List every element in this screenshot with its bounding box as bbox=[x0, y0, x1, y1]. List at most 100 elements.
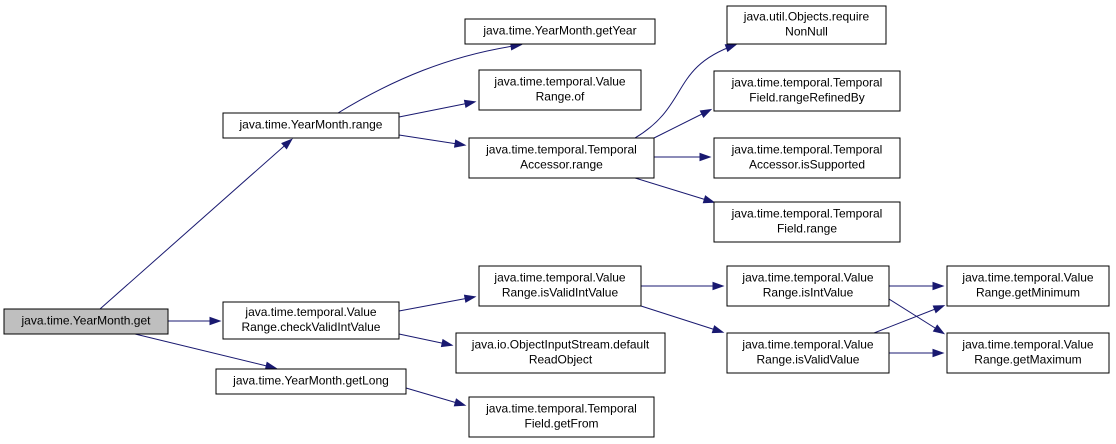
arrowhead-icon bbox=[440, 338, 454, 348]
node-ta-supported[interactable]: java.time.temporal.TemporalAccessor.isSu… bbox=[713, 137, 901, 179]
node-tf-refined[interactable]: java.time.temporal.TemporalField.rangeRe… bbox=[713, 70, 901, 112]
edge-line bbox=[653, 109, 711, 139]
root-node[interactable]: java.time.YearMonth.get bbox=[3, 308, 169, 335]
edge-line bbox=[398, 134, 465, 146]
edge-vr_isint-to-vr_getmax bbox=[888, 298, 946, 335]
edge-line bbox=[134, 333, 276, 369]
node-ym-range[interactable]: java.time.YearMonth.range bbox=[222, 112, 400, 139]
node-label: java.time.YearMonth.range bbox=[239, 118, 383, 132]
node-label: java.time.temporal.Temporal bbox=[485, 143, 637, 157]
arrowhead-icon bbox=[264, 361, 278, 370]
node-label: java.time.temporal.Value bbox=[741, 338, 874, 352]
node-box bbox=[713, 201, 901, 243]
edge-ym_getlong-to-tf_getfrom bbox=[405, 387, 467, 407]
edge-vr_isvalid-to-vr_getmax bbox=[889, 348, 945, 358]
node-label: java.time.temporal.Value bbox=[741, 271, 874, 285]
node-ois-default[interactable]: java.io.ObjectInputStream.defaultReadObj… bbox=[455, 332, 666, 374]
edge-line bbox=[888, 298, 944, 334]
arrowhead-icon bbox=[453, 398, 467, 407]
arrowhead-icon bbox=[932, 324, 946, 335]
edge-ta_range-to-tf_refined bbox=[653, 108, 713, 139]
arrowhead-icon bbox=[453, 139, 467, 148]
node-box bbox=[468, 137, 655, 179]
arrowhead-icon bbox=[711, 325, 725, 334]
edge-root-to-vr_check bbox=[168, 316, 222, 326]
arrowhead-icon bbox=[699, 152, 712, 162]
edge-ta_range-to-obj_nonnull bbox=[634, 44, 738, 139]
edge-line bbox=[640, 305, 723, 333]
node-label: java.time.YearMonth.getYear bbox=[482, 24, 636, 38]
node-label: NonNull bbox=[785, 25, 828, 39]
node-ym-getlong[interactable]: java.time.YearMonth.getLong bbox=[215, 368, 407, 395]
node-label: java.time.temporal.Value bbox=[961, 271, 1094, 285]
node-label: java.time.temporal.Temporal bbox=[485, 402, 637, 416]
node-ym-getyear[interactable]: java.time.YearMonth.getYear bbox=[464, 18, 656, 45]
arrowhead-icon bbox=[463, 99, 477, 108]
node-box bbox=[455, 332, 666, 374]
arrowhead-icon bbox=[281, 138, 293, 150]
edge-vr_isvalidint-to-vr_isint bbox=[641, 281, 725, 291]
arrowhead-icon bbox=[932, 305, 946, 314]
nodes-layer: java.time.YearMonth.get java.time.YearMon… bbox=[3, 5, 1110, 438]
node-label: Field.getFrom bbox=[524, 417, 598, 431]
node-box bbox=[713, 137, 901, 179]
edge-line bbox=[873, 305, 944, 334]
node-box bbox=[478, 265, 642, 307]
node-box bbox=[3, 308, 169, 335]
edge-root-to-ym_getlong bbox=[134, 333, 278, 370]
node-box bbox=[726, 5, 887, 45]
node-label: java.time.YearMonth.getLong bbox=[232, 374, 389, 388]
node-ta-range[interactable]: java.time.temporal.TemporalAccessor.rang… bbox=[468, 137, 655, 179]
node-box bbox=[713, 70, 901, 112]
node-box bbox=[726, 332, 890, 374]
edge-vr_isint-to-vr_getmin bbox=[889, 281, 945, 291]
node-label: Accessor.range bbox=[520, 158, 603, 172]
edge-line bbox=[398, 296, 475, 312]
node-box bbox=[946, 332, 1110, 374]
edge-ym_range-to-ta_range bbox=[398, 134, 467, 148]
node-label: java.time.YearMonth.get bbox=[21, 314, 152, 328]
node-label: java.time.temporal.Value bbox=[493, 75, 626, 89]
node-box bbox=[726, 265, 890, 307]
arrowhead-icon bbox=[932, 348, 945, 358]
arrowhead-icon bbox=[932, 281, 945, 291]
node-label: java.time.temporal.Temporal bbox=[731, 143, 883, 157]
edge-line bbox=[634, 44, 736, 139]
edge-ta_range-to-tf_range bbox=[634, 177, 716, 204]
node-label: java.util.Objects.require bbox=[743, 10, 870, 24]
edge-ta_range-to-ta_supported bbox=[654, 152, 712, 162]
node-vr-isvalid[interactable]: java.time.temporal.ValueRange.isValidVal… bbox=[726, 332, 890, 374]
node-label: Range.getMaximum bbox=[974, 353, 1081, 367]
edge-line bbox=[99, 139, 292, 310]
edge-vr_isvalidint-to-vr_isvalid bbox=[640, 305, 725, 334]
edge-root-to-ym_range bbox=[99, 138, 293, 310]
node-vr-check[interactable]: java.time.temporal.ValueRange.checkValid… bbox=[222, 301, 400, 340]
node-label: Field.range bbox=[777, 222, 837, 236]
node-box bbox=[222, 112, 400, 139]
edge-line bbox=[405, 387, 465, 406]
node-label: java.time.temporal.Temporal bbox=[731, 76, 883, 90]
edge-vr_isvalid-to-vr_getmin bbox=[873, 305, 946, 334]
node-label: java.io.ObjectInputStream.default bbox=[471, 338, 650, 352]
node-label: Field.rangeRefinedBy bbox=[749, 91, 864, 105]
node-label: java.time.temporal.Value bbox=[244, 305, 377, 319]
node-label: java.time.temporal.Value bbox=[493, 271, 626, 285]
node-box bbox=[215, 368, 407, 395]
node-label: Range.checkValidIntValue bbox=[242, 320, 381, 334]
node-vr-isvalidint[interactable]: java.time.temporal.ValueRange.isValidInt… bbox=[478, 265, 642, 307]
arrowhead-icon bbox=[699, 108, 713, 119]
node-box bbox=[946, 265, 1110, 307]
edge-line bbox=[398, 101, 475, 118]
node-label: Range.isValidIntValue bbox=[502, 286, 619, 300]
node-label: Range.getMinimum bbox=[976, 286, 1080, 300]
arrowhead-icon bbox=[702, 195, 716, 204]
edge-ym_range-to-vr_of bbox=[398, 99, 477, 118]
